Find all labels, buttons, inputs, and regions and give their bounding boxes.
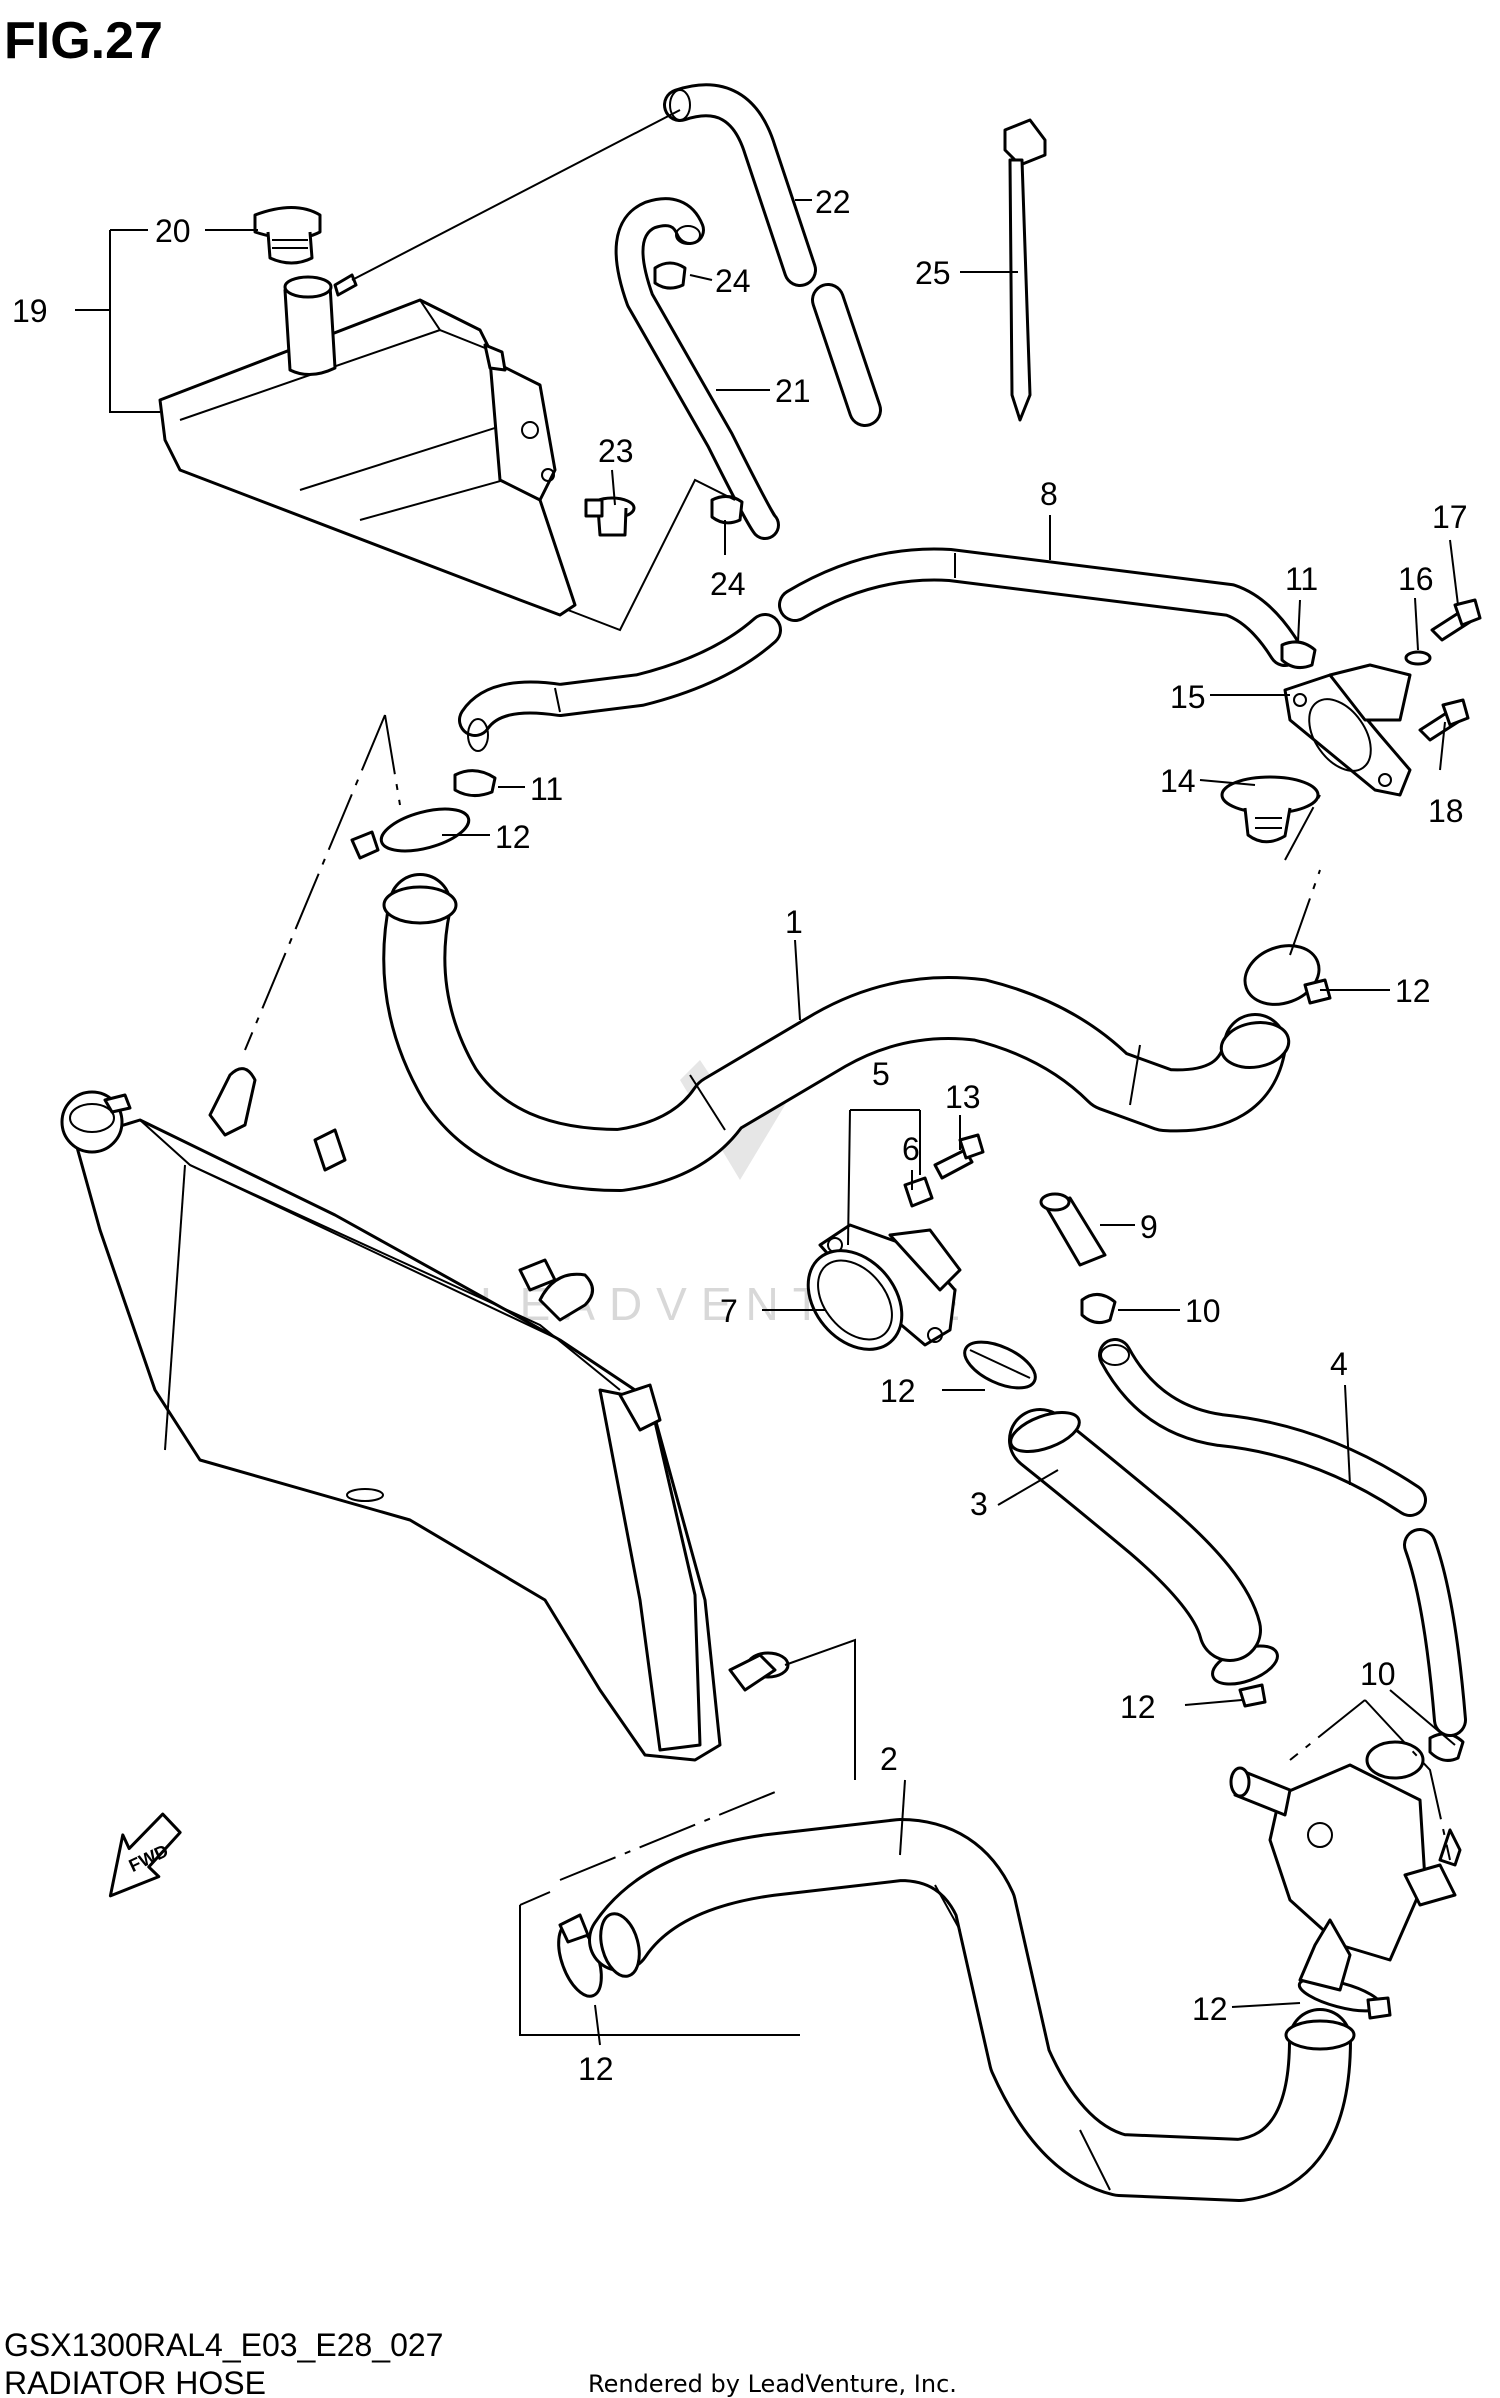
callout-1: 1 — [785, 904, 803, 940]
ref-frame-right — [784, 1638, 856, 1780]
callout-22: 22 — [815, 184, 851, 220]
figure-title: RADIATOR HOSE — [4, 2365, 266, 2398]
callout-17: 17 — [1432, 499, 1468, 535]
cable-tie — [1003, 118, 1047, 422]
clamp-24-upper — [653, 261, 687, 290]
render-credit: Rendered by LeadVenture, Inc. — [588, 2370, 957, 2398]
callout-9: 9 — [1140, 1209, 1158, 1245]
callout-15: 15 — [1170, 679, 1206, 715]
dashline-c — [1284, 794, 1321, 861]
callout-7: 7 — [720, 1293, 738, 1329]
radiator-hose-2 — [588, 1818, 1356, 2202]
callout-12-center: 12 — [880, 1373, 916, 1409]
leader-tank-to-22 — [351, 109, 681, 281]
reservoir-tank — [158, 273, 577, 617]
clamp-12-top-left — [350, 807, 471, 860]
callout-8: 8 — [1040, 476, 1058, 512]
radiator — [60, 1067, 790, 1762]
callout-23: 23 — [598, 433, 634, 469]
overflow-hose-21 — [614, 197, 780, 540]
callout-12-bottom-right: 12 — [1192, 1991, 1228, 2027]
leader-lines — [75, 199, 1459, 2046]
callout-19: 19 — [12, 293, 48, 329]
callout-14: 14 — [1160, 763, 1196, 799]
washer-16 — [1404, 650, 1432, 666]
thermostat — [1220, 775, 1320, 844]
callout-labels: 19 20 22 24 21 23 24 25 8 11 16 17 15 14… — [12, 184, 1468, 2087]
fitting-9 — [1039, 1192, 1107, 1267]
clamp-12-center — [963, 1340, 1037, 1390]
clamp-12-right-upper — [1243, 944, 1332, 1006]
clamp-11-left — [453, 769, 497, 797]
collar-6 — [903, 1176, 934, 1208]
breather-hose-22 — [663, 83, 882, 427]
hose-8 — [458, 547, 1302, 752]
clamp-24-lower — [710, 495, 744, 525]
callout-2: 2 — [880, 1741, 898, 1777]
radiator-hose-1 — [382, 873, 1291, 1192]
clamp-11-right — [1280, 640, 1317, 670]
callout-6: 6 — [902, 1131, 920, 1167]
leader-tank-bracket — [567, 478, 736, 632]
callout-10-upper: 10 — [1185, 1293, 1221, 1329]
callout-25: 25 — [915, 255, 951, 291]
callout-13: 13 — [945, 1079, 981, 1115]
thermostat-cover — [1283, 663, 1412, 797]
callout-21: 21 — [775, 373, 811, 409]
callout-12-top-left: 12 — [495, 819, 531, 855]
dashline-pump — [1364, 1699, 1451, 1861]
callout-12-right-upper: 12 — [1395, 973, 1431, 1009]
clamp-12-bottom-left — [557, 1913, 603, 1998]
callout-5: 5 — [872, 1056, 890, 1092]
callout-12-lower-right: 12 — [1120, 1689, 1156, 1725]
reservoir-cap — [253, 206, 322, 265]
callout-24-upper: 24 — [715, 263, 751, 299]
hose-3 — [1008, 1408, 1262, 1662]
bolt-13 — [933, 1133, 985, 1180]
callout-11-right: 11 — [1285, 561, 1318, 597]
bolt-23 — [584, 496, 636, 537]
callout-12-bottom-left: 12 — [578, 2051, 614, 2087]
dashline-lower — [559, 1789, 781, 1881]
o-ring — [806, 1249, 904, 1351]
ref-frame-lower — [519, 1905, 800, 2036]
bolt-17 — [1430, 598, 1482, 642]
fwd-arrow: FWD — [108, 1812, 182, 1898]
dashline-a — [384, 714, 401, 806]
callout-11-left: 11 — [530, 771, 563, 807]
figure-code: GSX1300RAL4_E03_E28_027 — [4, 2327, 443, 2363]
callout-24-lower: 24 — [710, 566, 746, 602]
ref-frame-lower-tip — [519, 1891, 551, 1906]
hose-4 — [1098, 1338, 1467, 1737]
callout-4: 4 — [1330, 1346, 1348, 1382]
callout-16: 16 — [1398, 561, 1434, 597]
clamp-10-upper — [1080, 1293, 1117, 1325]
callout-20: 20 — [155, 213, 191, 249]
water-pump — [1229, 1740, 1462, 1992]
dashline-pump-b — [1289, 1699, 1366, 1761]
dashline-b — [244, 714, 386, 1051]
figure-label: FIG.27 — [4, 12, 163, 70]
callout-3: 3 — [970, 1486, 988, 1522]
bolt-18 — [1418, 698, 1470, 742]
callout-18: 18 — [1428, 793, 1464, 829]
dashline-d — [1289, 869, 1321, 956]
callout-10-lower: 10 — [1360, 1656, 1396, 1692]
